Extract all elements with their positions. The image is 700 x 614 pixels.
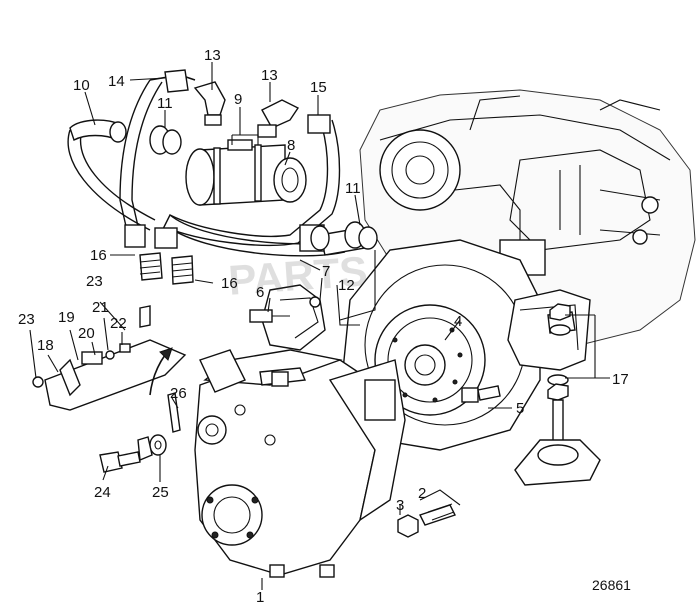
callout-7: 7 bbox=[322, 263, 330, 280]
callout-17: 17 bbox=[612, 371, 629, 388]
hose-bracket bbox=[249, 284, 326, 351]
callout-12: 12 bbox=[338, 277, 355, 294]
callout-labels: 1 2 3 4 5 6 7 8 9 10 11 11 12 13 13 14 1… bbox=[18, 47, 629, 606]
callout-13-right: 13 bbox=[261, 67, 278, 84]
callout-14: 14 bbox=[108, 73, 125, 90]
small-hardware bbox=[99, 385, 501, 538]
callout-25: 25 bbox=[152, 484, 169, 501]
callout-24: 24 bbox=[94, 484, 111, 501]
watermark-text: PARTS bbox=[227, 247, 369, 304]
callout-21: 21 bbox=[92, 299, 109, 316]
callout-19: 19 bbox=[58, 309, 75, 326]
watermark: PARTS bbox=[227, 247, 369, 304]
callout-20: 20 bbox=[78, 325, 95, 342]
callout-6: 6 bbox=[256, 284, 264, 301]
callout-2: 2 bbox=[418, 485, 426, 502]
callout-5: 5 bbox=[516, 400, 524, 417]
callout-3: 3 bbox=[396, 497, 404, 514]
callout-11-upper: 11 bbox=[157, 95, 173, 112]
callout-26: 26 bbox=[170, 385, 187, 402]
callout-11-lower: 11 bbox=[345, 180, 361, 197]
callout-22: 22 bbox=[110, 315, 127, 332]
callout-18: 18 bbox=[37, 337, 54, 354]
callout-16-right: 16 bbox=[221, 275, 238, 292]
callout-4: 4 bbox=[454, 313, 462, 330]
callout-1: 1 bbox=[256, 589, 264, 606]
flywheel-damper bbox=[374, 304, 486, 416]
figure-number: 26861 bbox=[592, 577, 631, 593]
callout-8: 8 bbox=[287, 137, 295, 154]
leader-lines bbox=[29, 62, 610, 590]
callout-10: 10 bbox=[73, 77, 90, 94]
engine-mount bbox=[507, 289, 601, 486]
cable-bracket bbox=[32, 305, 187, 411]
callout-16-left: 16 bbox=[90, 247, 107, 264]
callout-23-left: 23 bbox=[18, 311, 35, 328]
oil-cooler bbox=[185, 139, 307, 206]
callout-23-top: 23 bbox=[86, 273, 103, 290]
reverse-gear-housing bbox=[194, 349, 406, 578]
callout-9: 9 bbox=[234, 91, 242, 108]
hose-fittings bbox=[124, 69, 331, 285]
hose-clamps bbox=[149, 125, 378, 251]
callout-13-left: 13 bbox=[204, 47, 221, 64]
callout-15: 15 bbox=[310, 79, 327, 96]
